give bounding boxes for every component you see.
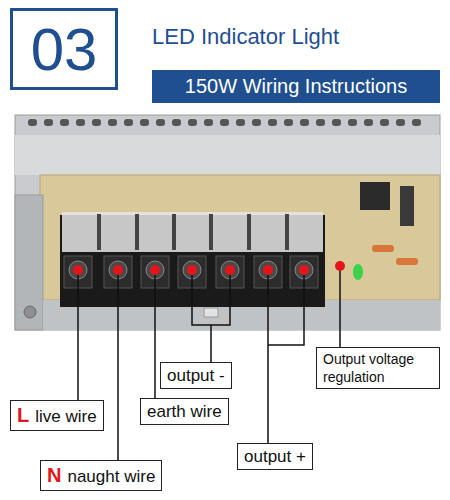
label-box: output + (237, 443, 313, 470)
terminal-cover (62, 212, 323, 252)
wire-letter: L (17, 404, 29, 426)
label-box: Llive wire (10, 400, 104, 431)
component (360, 182, 390, 210)
label-text: output - (167, 366, 225, 385)
wire-letter: N (47, 464, 61, 486)
terminal-screws (69, 261, 313, 279)
case-side (15, 195, 43, 330)
label-text: naught wire (67, 467, 155, 486)
vents (28, 119, 421, 126)
number-badge: 03 (10, 8, 118, 90)
resistor (396, 258, 418, 265)
terminal-cells (64, 256, 318, 288)
cover-ribs (97, 214, 289, 250)
leader-lines (78, 266, 340, 460)
label-text: earth wire (147, 402, 222, 421)
heading-band: 150W Wiring Instructions (152, 70, 440, 103)
label-text: Output voltage regulation (323, 351, 414, 385)
label-text: live wire (35, 407, 96, 426)
label-text: 03 (31, 15, 98, 84)
label-box: earth wire (140, 398, 229, 425)
tab (204, 308, 218, 317)
label-text: output + (244, 447, 306, 466)
led (353, 264, 363, 280)
component (400, 186, 414, 226)
label-box: output - (160, 362, 232, 389)
case-top (15, 135, 440, 175)
label-text: 150W Wiring Instructions (185, 75, 407, 97)
screw (24, 306, 36, 318)
terminal-dots (73, 261, 345, 275)
label-box: Output voltage regulation (316, 347, 440, 389)
resistor (372, 245, 394, 252)
title: LED Indicator Light (152, 24, 339, 50)
label-box: Nnaught wire (40, 460, 162, 491)
